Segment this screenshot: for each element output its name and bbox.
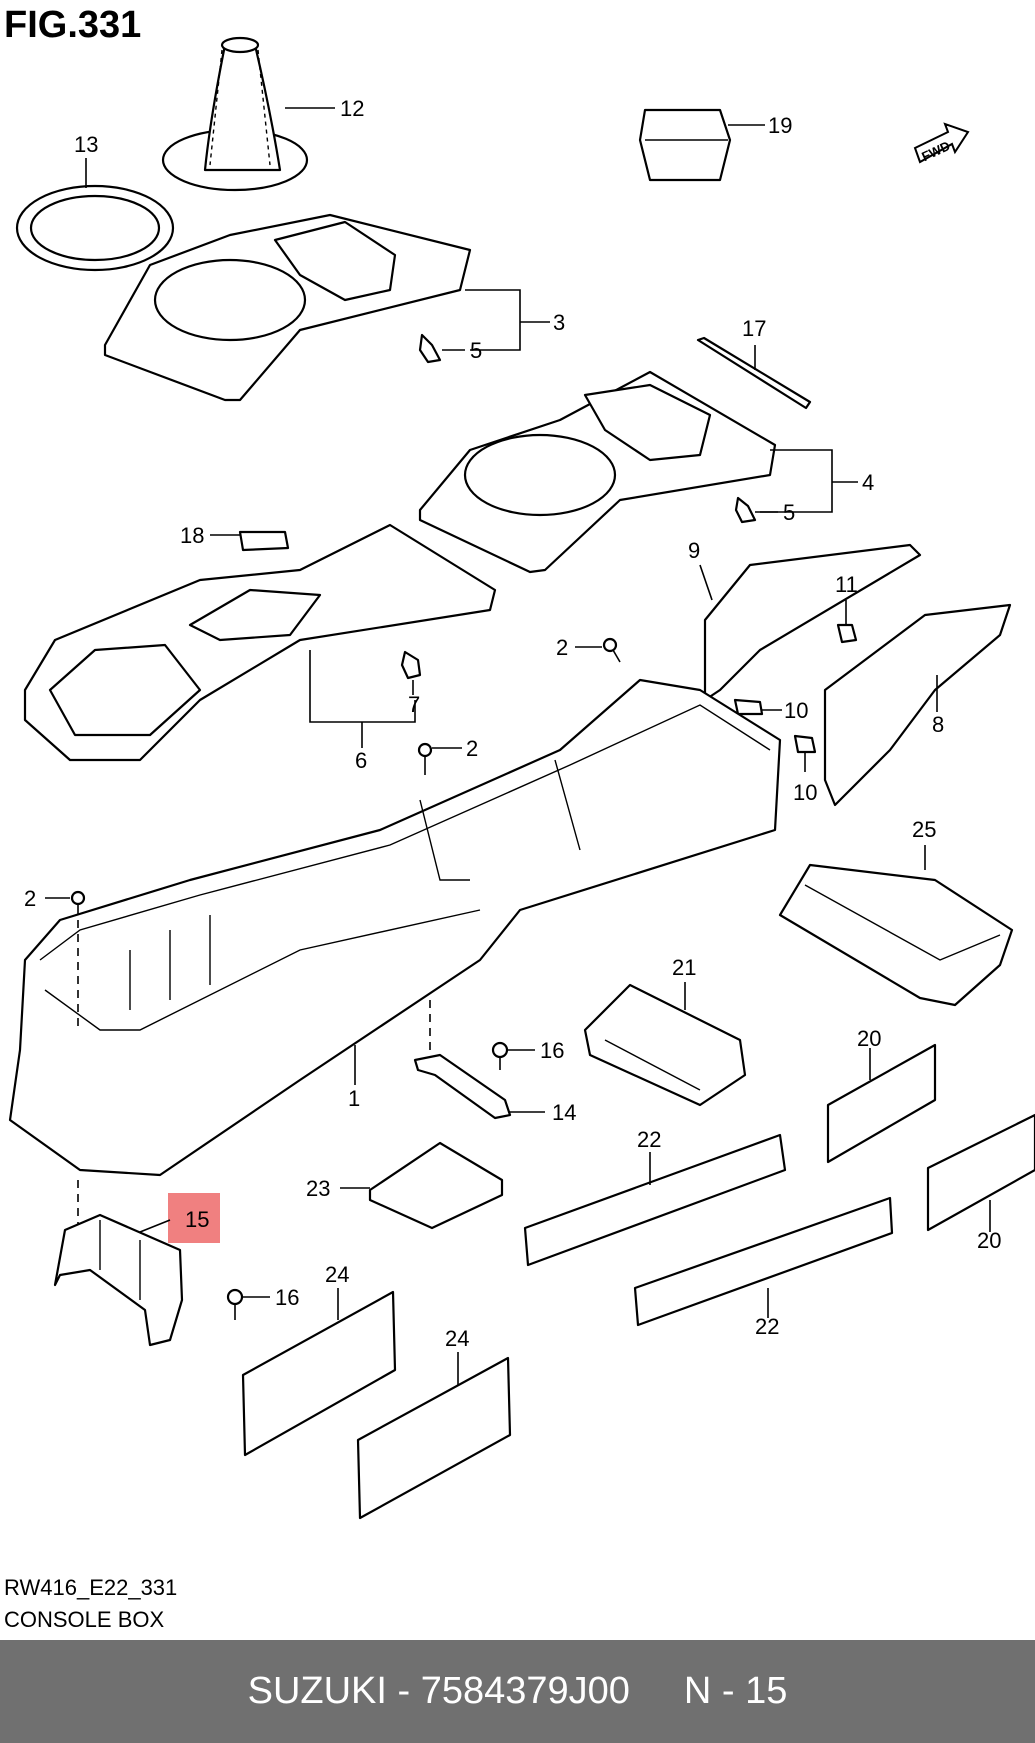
callout-24a: 24 (325, 1262, 349, 1287)
callout-10b: 10 (793, 780, 817, 805)
part-24-pad-b[interactable] (356, 1356, 512, 1520)
callout-22b: 22 (755, 1314, 779, 1339)
callout-17: 17 (742, 316, 766, 341)
part-2-screw-a[interactable] (602, 637, 621, 663)
part-11-clip[interactable] (836, 623, 858, 644)
part-23-pad[interactable] (368, 1141, 504, 1230)
callout-7: 7 (408, 692, 420, 717)
leader-9 (699, 564, 713, 601)
callout-12: 12 (340, 96, 364, 121)
figure-title: FIG.331 (4, 4, 142, 46)
callout-16a: 16 (540, 1038, 564, 1063)
callout-1: 1 (348, 1086, 360, 1111)
leader-4 (760, 449, 858, 513)
brand-part-number: SUZUKI - 7584379J00 (247, 1670, 630, 1712)
part-15-bracket[interactable] (53, 1213, 184, 1347)
callout-8: 8 (932, 712, 944, 737)
part-18-cap[interactable] (238, 530, 290, 552)
callout-13: 13 (74, 132, 98, 157)
part-24-pad-a[interactable] (241, 1290, 397, 1457)
part-12-shift-boot[interactable] (161, 36, 309, 192)
callout-22a: 22 (637, 1127, 661, 1152)
diagram-code: RW416_E22_331 (4, 1575, 178, 1600)
highlight-15 (168, 1193, 220, 1243)
part-20-pad-b[interactable] (926, 1113, 1035, 1232)
callout-20a: 20 (857, 1026, 881, 1051)
part-8-side-panel[interactable] (823, 603, 1012, 807)
leader-3 (465, 289, 550, 351)
callout-6: 6 (355, 748, 367, 773)
part-14-bracket[interactable] (413, 1053, 512, 1120)
fwd-label: FWD (919, 138, 952, 164)
callout-2b: 2 (466, 736, 478, 761)
reference-number: N - 15 (683, 1670, 788, 1712)
part-2-screw-b[interactable] (417, 742, 433, 775)
callout-4: 4 (862, 470, 874, 495)
callout-24b: 24 (445, 1326, 469, 1351)
part-25-pad[interactable] (778, 863, 1014, 1007)
footer-bar: SUZUKI - 7584379J00 N - 15 (0, 1640, 1035, 1743)
callout-21: 21 (672, 955, 696, 980)
part-10-clip-a[interactable] (733, 698, 764, 716)
callout-23: 23 (306, 1176, 330, 1201)
part-4-cover[interactable] (418, 370, 777, 574)
diagram-name: CONSOLE BOX (4, 1607, 165, 1632)
part-13-ring[interactable] (15, 184, 175, 272)
part-6-tray[interactable] (23, 523, 497, 762)
callout-2c: 2 (24, 886, 36, 911)
callout-20b: 20 (977, 1228, 1001, 1253)
part-22-strip-a[interactable] (523, 1133, 787, 1267)
callout-18: 18 (180, 523, 204, 548)
callout-14: 14 (552, 1100, 576, 1125)
callout-10a: 10 (784, 698, 808, 723)
callout-11: 11 (835, 572, 858, 597)
part-16-bolt-b[interactable] (226, 1288, 244, 1320)
part-22-strip-b[interactable] (633, 1196, 894, 1327)
part-3-cover[interactable] (103, 213, 472, 402)
callout-5a: 5 (470, 338, 482, 363)
callout-2a: 2 (556, 635, 568, 660)
leader-15 (139, 1219, 171, 1233)
callout-25: 25 (912, 817, 936, 842)
fwd-arrow-icon: FWD (913, 122, 970, 164)
part-16-bolt-a[interactable] (491, 1041, 509, 1070)
callout-9: 9 (688, 538, 700, 563)
callout-5b: 5 (783, 500, 795, 525)
part-17-strip[interactable] (696, 336, 812, 410)
leader-6 (309, 650, 416, 748)
part-19-cap[interactable] (638, 108, 732, 182)
callout-16b: 16 (275, 1285, 299, 1310)
part-5-clip-b[interactable] (734, 496, 757, 524)
part-5-clip[interactable] (418, 333, 442, 364)
callout-15: 15 (185, 1207, 209, 1232)
callout-19: 19 (768, 113, 792, 138)
part-7-clip[interactable] (400, 650, 422, 680)
part-10-clip-b[interactable] (793, 734, 817, 754)
part-1-console-box[interactable] (8, 678, 782, 1177)
parts-diagram: 12 13 19 FWD 3 5 17 4 (8, 36, 1035, 1520)
callout-3: 3 (553, 310, 565, 335)
part-21-tray[interactable] (583, 983, 747, 1107)
part-20-pad-a[interactable] (826, 1043, 937, 1164)
